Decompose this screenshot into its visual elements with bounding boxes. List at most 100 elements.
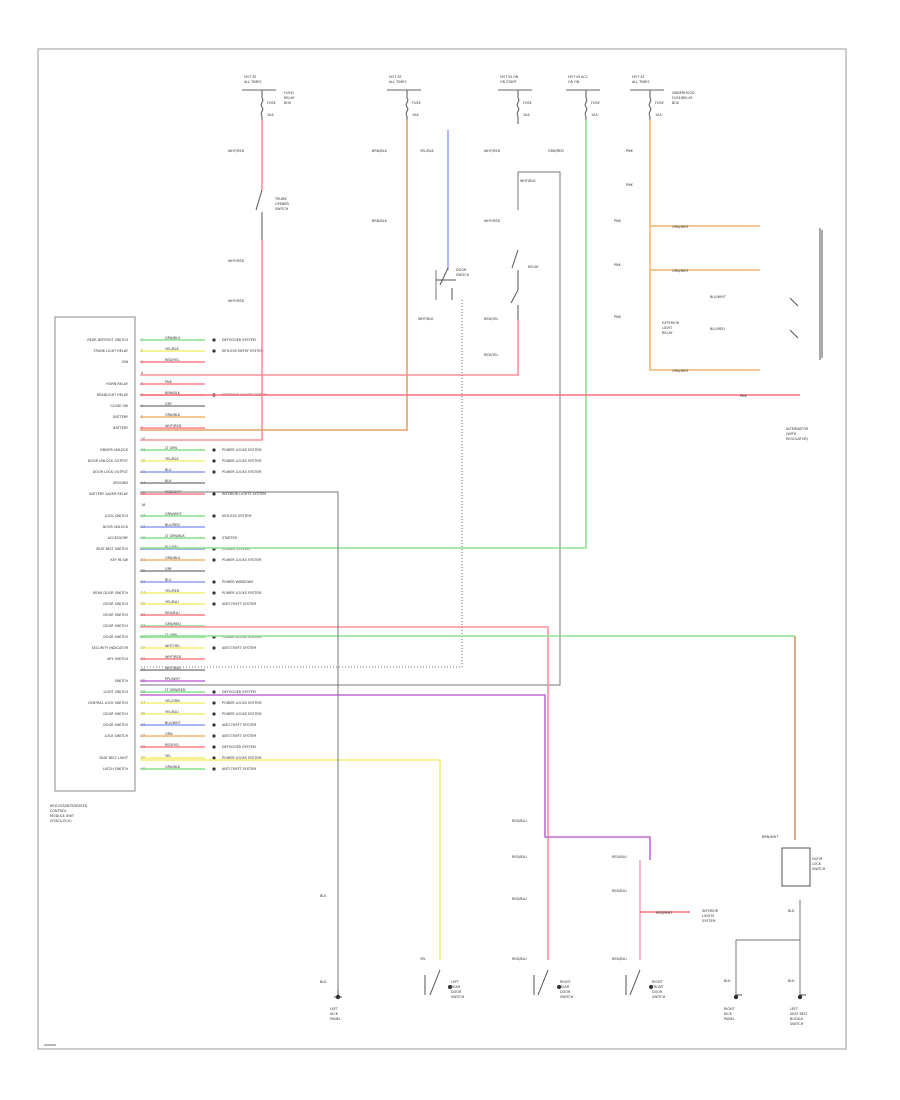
module-caption-line: CONTROL <box>50 809 67 813</box>
module-pin: CLOSE SW7GRY <box>110 402 205 408</box>
pin-destination: DEFOGGER SYSTEM <box>222 745 256 749</box>
wire-label: WHT/RED <box>484 149 501 153</box>
connector-dot <box>212 459 216 463</box>
pin-wire-label: YEL <box>165 754 171 758</box>
right-rear-assy-caption: SWITCH <box>790 1022 804 1026</box>
fuse-box-caption: UNDERHOOD <box>672 91 695 95</box>
fuse-hot-label: HOT IN ACC <box>568 75 589 79</box>
pin-label: LOCK SWITCH <box>105 514 129 518</box>
connector-dot <box>212 602 216 606</box>
connector-dot <box>212 712 216 716</box>
pin-destination: POWER LOCKS SYSTEM <box>222 701 261 705</box>
alternator-bracket <box>819 228 823 360</box>
pin-destination: ANTI-THEFT SYSTEM <box>222 767 256 771</box>
wire-label: RED/YEL <box>484 317 498 321</box>
fuse-hot-label: ALL TIMES <box>632 80 649 84</box>
switch-middle-symbol <box>533 969 549 996</box>
door-switch-caption: SWITCH <box>456 273 470 277</box>
pin-wire-label: BLK <box>165 479 172 483</box>
switch-left-symbol <box>424 969 441 996</box>
pin-destination: DEFOGGER SYSTEM <box>222 338 256 342</box>
seatbelt-caption: LEFT <box>451 980 460 984</box>
pin-label: DOOR SWITCH <box>103 712 128 716</box>
pin-wire-label: BLU <box>165 578 172 582</box>
connector-dot <box>212 558 216 562</box>
ground-dot <box>733 994 739 1000</box>
right-rear-door-caption: SWITCH <box>560 995 574 999</box>
wire-label: BLK <box>788 909 795 913</box>
module-pin: 16 <box>141 503 145 507</box>
pin-destination: KEYLESS ENTRY SYSTEM <box>222 349 263 353</box>
wire-label: WHT/RED <box>228 259 245 263</box>
pin-label: KEY IN SW <box>110 558 128 562</box>
ground-l-caption: PANEL <box>330 1017 341 1021</box>
wire-gray-dotted <box>140 300 463 668</box>
wire-label: PNK <box>614 315 622 319</box>
pin-destination: POWER LOCKS SYSTEM <box>222 591 261 595</box>
pin-label: LIGHT SWITCH <box>103 690 128 694</box>
pin-wire-label: LT GRN <box>165 633 178 637</box>
module-pin: 4 <box>141 371 143 375</box>
pin-label: DOOR UNLOCK <box>103 525 129 529</box>
pin-wire-label: WHT/RED <box>165 424 182 428</box>
module-pin: IGN3RED/YEL <box>122 358 205 364</box>
wire-label: GRN/RED <box>548 149 564 153</box>
diagram-id: xxxxxx <box>44 1043 56 1047</box>
wire-label: WHT/RED <box>228 299 245 303</box>
connector-dot <box>212 646 216 650</box>
left-rear-door-caption: SWITCH <box>652 995 666 999</box>
wire-yellow <box>140 759 441 960</box>
hood-switch-caption: LOCK <box>812 862 822 866</box>
pin-wire-label: YEL/BLU <box>165 600 179 604</box>
right-rear-door-caption: REAR <box>560 985 570 989</box>
pin-wire-label: YEL/BLK <box>165 347 179 351</box>
connector-dot <box>212 338 216 342</box>
connector-dot <box>212 349 216 353</box>
switch-right-symbol <box>625 969 641 996</box>
alt-switch-a <box>789 297 799 339</box>
module-pin: HORN RELAY5PNK <box>106 380 205 386</box>
pin-destination: POWER LOCKS SYSTEM <box>222 756 261 760</box>
fuse-symbol <box>584 90 588 124</box>
wire-green <box>140 120 587 549</box>
wire-label: PNK <box>626 149 634 153</box>
relay-box-caption: LIGHT <box>662 326 673 330</box>
wire-violet <box>140 694 651 860</box>
ground-r-caption: KICK <box>724 1012 733 1016</box>
fuse-label: FUSE <box>412 101 421 105</box>
pin-destination: CHIMES SYSTEM <box>222 547 250 551</box>
trunk-switch-caption: SWITCH <box>275 207 289 211</box>
pin-wire-label: YEL/BLU <box>165 710 179 714</box>
pin-destination: DEFOGGER SYSTEM <box>222 690 256 694</box>
module-pin: GROUND14BLK <box>113 479 205 485</box>
fuse-box-caption: BOX <box>284 101 292 105</box>
pin-label: TRUNK LIGHT RELAY <box>92 349 128 353</box>
trunk-switch-symbol <box>255 189 263 240</box>
fuse-hot-label: HOT AT <box>632 75 645 79</box>
module-pin: KEY SWITCH30WHT/RED <box>107 655 205 661</box>
wire-label: BLK <box>320 980 327 984</box>
module-pin: LOCK SWITCH37ORNANTI-THEFT SYSTEM <box>105 732 257 738</box>
hood-switch-caption: SWITCH <box>812 867 826 871</box>
wire-red-yel <box>140 320 519 376</box>
wire-label: PNK <box>614 219 622 223</box>
ground-r-caption: RIGHT <box>724 1007 736 1011</box>
connector-dot <box>212 690 216 694</box>
fuse-symbol <box>405 90 409 124</box>
wire-label: BLU/RED <box>710 327 725 331</box>
connector-dot <box>212 701 216 705</box>
pin-wire-label: RED/YEL <box>165 743 179 747</box>
wire-label: ORN/WHT <box>672 269 690 273</box>
module-pin: DOOR SWITCH26RED/BLU <box>103 611 205 617</box>
module-pin: 23BLUPOWER WINDOWS <box>140 578 253 584</box>
